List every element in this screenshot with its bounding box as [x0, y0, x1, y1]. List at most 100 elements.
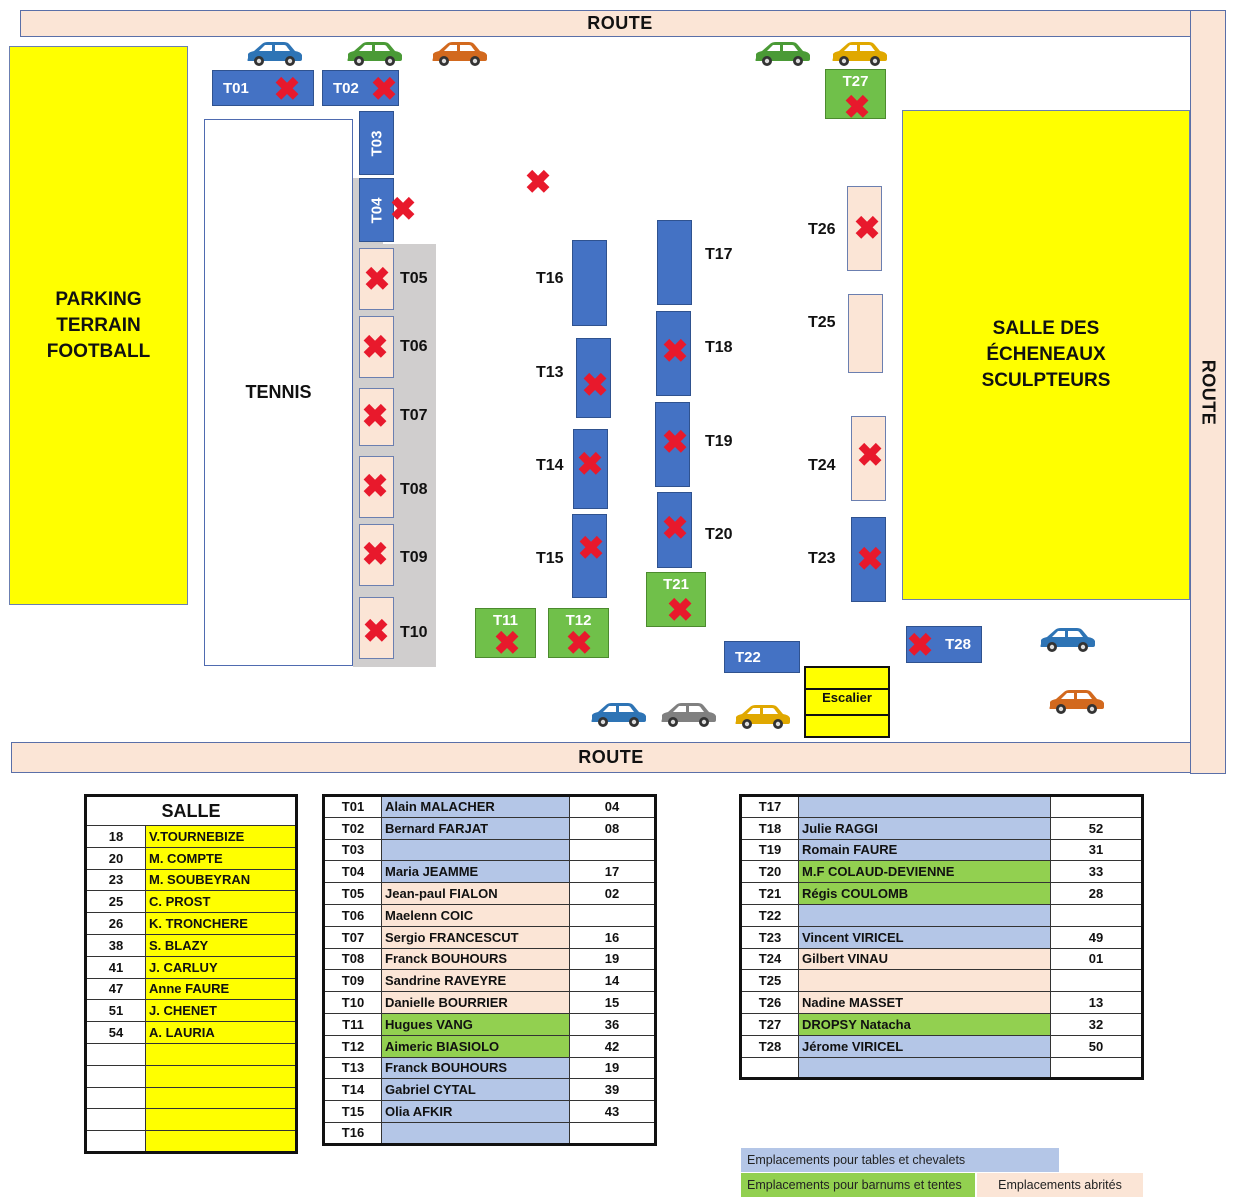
tennis-zone: TENNIS [204, 119, 353, 666]
stall-occupant: Jean-paul FIALON [381, 882, 570, 905]
salle-name: J. CARLUY [145, 955, 297, 979]
salle-num: 25 [85, 890, 146, 914]
stall-occupant [381, 838, 570, 862]
stall-occupant: Régis COULOMB [798, 882, 1051, 905]
table-row: T25 [740, 969, 1143, 993]
stall-t24[interactable] [851, 416, 886, 501]
stall-t16[interactable] [572, 240, 607, 326]
stall-occupant: Aimeric BIASIOLO [381, 1034, 570, 1058]
stall-t13-label: T13 [536, 364, 564, 381]
stall-number: 04 [569, 795, 656, 818]
stall-t02[interactable]: T02 [322, 70, 399, 106]
stall-t24-label: T24 [808, 457, 836, 474]
salle-num: 41 [85, 955, 146, 979]
stall-t25[interactable] [848, 294, 883, 373]
stall-occupant: Nadine MASSET [798, 991, 1051, 1014]
table-row: T03 [323, 838, 656, 862]
stall-t10[interactable] [359, 597, 394, 659]
stall-code: T20 [740, 860, 799, 884]
salle-name: Anne FAURE [145, 977, 297, 1001]
stall-t08[interactable] [359, 456, 394, 518]
stall-occupant [798, 903, 1051, 927]
stall-t05[interactable] [359, 248, 394, 310]
stall-occupant: Franck BOUHOURS [381, 1056, 570, 1080]
stall-t13[interactable] [576, 338, 611, 418]
stall-code: T15 [323, 1100, 382, 1123]
stall-t14[interactable] [573, 429, 608, 509]
stall-number: 52 [1050, 816, 1143, 840]
stall-t15[interactable] [572, 514, 607, 598]
stall-t03[interactable]: T03 [359, 111, 394, 175]
stall-t23[interactable] [851, 517, 886, 602]
stall-t20[interactable] [657, 492, 692, 568]
stall-number: 14 [569, 969, 656, 993]
stall-t12[interactable]: T12 [548, 608, 609, 658]
stall-t04[interactable]: T04 [359, 178, 394, 242]
stall-label: T11 [492, 612, 519, 629]
car-icon [752, 40, 812, 68]
stall-t27[interactable]: T27 [825, 69, 886, 119]
stall-t26[interactable] [847, 186, 882, 271]
car-icon [658, 701, 718, 729]
stall-occupant: Vincent VIRICEL [798, 925, 1051, 949]
stall-label: T02 [333, 79, 359, 97]
car-icon [244, 40, 304, 68]
stall-t19[interactable] [655, 402, 690, 487]
stall-t17[interactable] [657, 220, 692, 305]
stall-t11[interactable]: T11 [475, 608, 536, 658]
salle-num: 20 [85, 846, 146, 870]
stall-occupant: M.F COLAUD-DEVIENNE [798, 860, 1051, 884]
stall-t28[interactable]: T28 [906, 626, 982, 663]
stall-t10-label: T10 [400, 624, 428, 641]
stall-number [569, 903, 656, 927]
stall-t09-label: T09 [400, 549, 428, 566]
stall-t09[interactable] [359, 524, 394, 586]
stall-code: T08 [323, 947, 382, 971]
legend-blue: Emplacements pour tables et chevalets [741, 1148, 1059, 1172]
salle-num: 18 [85, 825, 146, 848]
salle-name [145, 1064, 297, 1088]
stall-label: T12 [565, 612, 592, 629]
table-row [85, 1042, 297, 1066]
reserved-x-icon: ✖ [524, 164, 552, 200]
salle-name: M. SOUBEYRAN [145, 868, 297, 892]
stall-t18[interactable] [656, 311, 691, 396]
stall-occupant: Maelenn COIC [381, 903, 570, 927]
stall-t23-label: T23 [808, 550, 836, 567]
stall-t22[interactable]: T22 [724, 641, 800, 673]
stall-code: T23 [740, 925, 799, 949]
stall-label: T22 [735, 648, 761, 666]
stall-number: 50 [1050, 1034, 1143, 1058]
stall-t01[interactable]: T01 [212, 70, 314, 106]
stall-code: T28 [740, 1034, 799, 1058]
stall-t06[interactable] [359, 316, 394, 378]
table-row [740, 1056, 1143, 1080]
stall-t21[interactable]: T21 [646, 572, 706, 627]
legend-peach: Emplacements abrités [977, 1173, 1143, 1197]
stall-code: T12 [323, 1034, 382, 1058]
stall-number: 13 [1050, 991, 1143, 1014]
table-row: T17 [740, 795, 1143, 818]
stall-occupant: Sergio FRANCESCUT [381, 925, 570, 949]
stall-occupant [798, 795, 1051, 818]
stall-occupant: Julie RAGGI [798, 816, 1051, 840]
road-right-label: ROUTE [1198, 359, 1219, 425]
salle-num: 26 [85, 912, 146, 935]
stall-t07[interactable] [359, 388, 394, 446]
stall-t05-label: T05 [400, 270, 428, 287]
stair-step [806, 688, 888, 690]
stall-label: T01 [223, 79, 249, 97]
